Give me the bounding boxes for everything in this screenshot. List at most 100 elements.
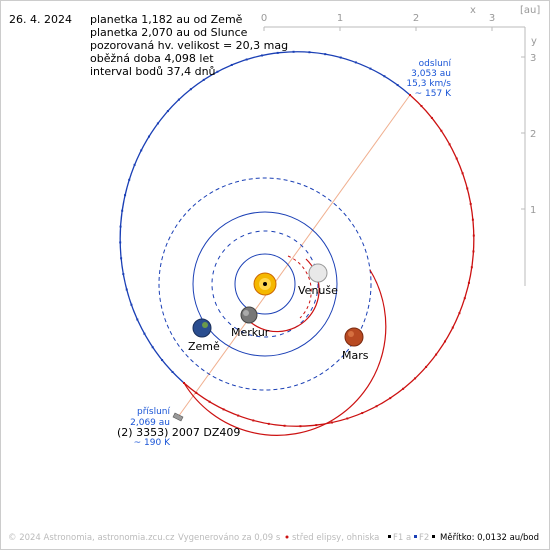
orbit-point: [402, 387, 405, 390]
inner-red-dashed-arc: [287, 255, 312, 319]
orbit-point: [469, 202, 472, 205]
mars-highlight: [348, 331, 354, 337]
footer-scale: Měřítko: 0,0132 au/bod: [440, 533, 540, 543]
y-axis-name: y: [531, 36, 537, 47]
orbit-point: [119, 241, 122, 244]
mars-orbit-red: [183, 269, 387, 436]
perihelion-label: přísluní: [137, 407, 171, 417]
orbit-point: [140, 149, 143, 152]
orbit-point: [119, 225, 122, 228]
orbit-point: [361, 412, 364, 415]
mars-label: Mars: [342, 349, 369, 362]
orbit-point: [222, 408, 225, 411]
x-tick-label: 1: [337, 13, 343, 24]
orbit-point: [463, 297, 466, 300]
orbit-point: [461, 172, 464, 175]
perihelion-info: přísluní 2,069 au ~ 190 K: [130, 407, 171, 448]
asteroid-orbit-blue: [119, 51, 411, 384]
orbit-point: [472, 234, 475, 237]
earth-land: [202, 322, 208, 328]
orbit-point: [202, 78, 205, 81]
orbit-point: [195, 391, 198, 394]
f1-marker-icon: [388, 535, 391, 538]
orbit-point: [448, 143, 451, 146]
asteroid-orbit-red: [183, 94, 475, 427]
orbit-point: [375, 405, 378, 408]
footer-copyright: © 2024 Astronomia, astronomia.zcu.cz: [8, 533, 175, 543]
orbit-point: [136, 318, 139, 321]
venus: Venuše: [298, 263, 338, 297]
scale-marker-icon: [432, 535, 435, 538]
info-line-interval: interval bodů 37,4 dnů: [90, 65, 216, 78]
venus-orbit: [211, 230, 319, 338]
aphelion-temperature: ~ 157 K: [415, 89, 452, 99]
mercury: Merkur: [231, 306, 270, 339]
mars-icon: [344, 327, 364, 347]
footer-generated: Vygenerováno za 0,09 s: [178, 533, 281, 543]
orbit-point: [409, 94, 411, 96]
x-tick-label: 2: [413, 13, 419, 24]
earth-icon: [192, 318, 212, 338]
earth: Země: [188, 318, 220, 353]
aphelion-info: odsluní 3,053 au 15,3 km/s ~ 157 K: [406, 59, 452, 99]
sun-focus-marker: [263, 282, 267, 286]
orbit-point: [299, 425, 302, 428]
orbit-point: [133, 163, 136, 166]
orbit-point: [166, 110, 169, 113]
orbit-point: [330, 421, 333, 424]
x-axis-name: x: [470, 5, 476, 16]
asteroid-orbit-points: [119, 50, 475, 428]
orbit-point: [383, 75, 386, 78]
perihelion-temperature: ~ 190 K: [134, 438, 171, 448]
x-tick-label: 3: [489, 13, 495, 24]
apsidal-line: [177, 94, 411, 418]
orbit-point: [124, 194, 127, 197]
mars-orbit-blue: [158, 177, 372, 391]
orbit-point: [208, 400, 211, 403]
venus-icon: [308, 263, 328, 283]
orbit-point: [267, 422, 270, 425]
orbit-point: [130, 303, 133, 306]
y-tick-label: 1: [530, 205, 536, 216]
orbit-point: [346, 417, 349, 420]
orbit-point: [292, 50, 295, 53]
perihelion-distance: 2,069 au: [130, 418, 170, 428]
mercury-label: Merkur: [231, 326, 270, 339]
orbit-point: [339, 56, 342, 59]
asteroid: (2) 3353) 2007 DZ409: [117, 412, 240, 439]
f2-marker-icon: [414, 535, 417, 538]
orbit-point: [467, 281, 470, 284]
orbit-point: [151, 346, 154, 349]
footer-f1: F1 a: [393, 533, 412, 543]
sun: [253, 272, 277, 296]
orbit-point: [125, 288, 128, 291]
venus-label: Venuše: [298, 284, 338, 297]
orbit-point: [189, 88, 192, 91]
orbit-point: [183, 382, 185, 384]
mars: Mars: [342, 327, 369, 362]
orbit-point: [156, 122, 159, 125]
orbit-point: [121, 209, 124, 212]
orbit-point: [472, 250, 475, 253]
y-tick-label: 2: [530, 129, 536, 140]
aphelion-velocity: 15,3 km/s: [406, 79, 451, 89]
info-line-period: oběžná doba 4,098 let: [90, 52, 214, 65]
y-tick-label: 3: [530, 53, 536, 64]
orbit-point: [389, 397, 392, 400]
orbit-point: [252, 419, 255, 422]
info-line-earth-distance: planetka 1,182 au od Země: [90, 13, 243, 26]
orbit-point: [444, 340, 447, 343]
info-line-sun-distance: planetka 2,070 au od Slunce: [90, 26, 248, 39]
orbit-point: [369, 67, 372, 70]
orbit-point: [440, 129, 443, 132]
orbit-point: [261, 54, 264, 57]
earth-label: Země: [188, 340, 220, 353]
orbit-point: [354, 61, 357, 64]
orbit-point: [128, 178, 131, 181]
y-axis-unit: [au]: [520, 5, 540, 16]
mercury-shade: [243, 310, 249, 316]
orbit-point: [430, 116, 433, 119]
